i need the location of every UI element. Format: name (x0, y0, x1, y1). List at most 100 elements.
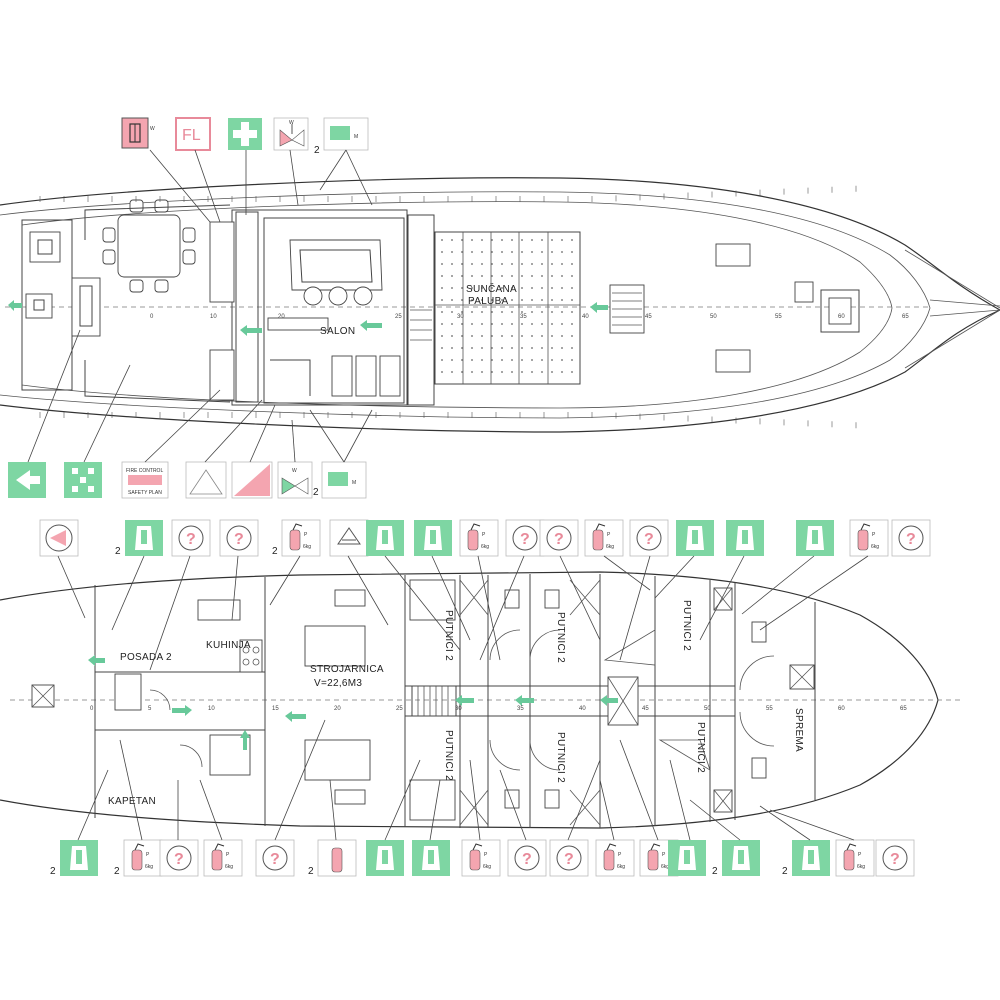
fire-hose-icon: W (121, 117, 155, 149)
question-sign-icon: ? (875, 839, 915, 877)
lifejacket-icon (668, 840, 706, 876)
svg-text:?: ? (234, 531, 244, 548)
lifejacket-icon (366, 840, 404, 876)
lower-deck-plan: POSADA 2 KUHINJA STROJARNICA V=22,6M3 KA… (0, 571, 960, 829)
svg-text:?: ? (520, 531, 530, 548)
frame-number: 25 (396, 706, 403, 712)
svg-text:?: ? (174, 851, 184, 868)
first-aid-icon (228, 118, 262, 150)
fire-extinguisher-icon: P 6kg (459, 519, 499, 557)
lifejacket-icon (366, 520, 404, 556)
frame-number: 55 (766, 706, 773, 712)
salon-label: SALON (320, 326, 355, 337)
deck-vent (715, 349, 751, 373)
svg-text:2: 2 (308, 866, 314, 877)
svg-text:6kg: 6kg (606, 544, 614, 550)
svg-text:P: P (607, 532, 611, 538)
svg-text:6kg: 6kg (303, 544, 311, 550)
frame-number: 45 (645, 314, 652, 320)
lifejacket-icon: 2 (50, 840, 98, 877)
captain-label: KAPETAN (108, 796, 156, 807)
lifejacket-icon: 2 (712, 840, 760, 877)
svg-text:2: 2 (115, 546, 121, 557)
cabin-label: PUTNICI 2 (555, 732, 566, 783)
fire-locker-icon: FL (175, 117, 211, 151)
engine (304, 739, 371, 781)
dining-table (102, 199, 196, 293)
svg-text:?: ? (270, 851, 280, 868)
gas-detector-icon (329, 519, 369, 557)
escape-arrow (8, 300, 608, 336)
lifejacket-icon: 2 (782, 840, 830, 877)
svg-text:P: P (618, 852, 622, 858)
svg-text:W: W (292, 468, 297, 474)
svg-text:2: 2 (313, 487, 319, 498)
windlass (820, 289, 860, 333)
svg-text:6kg: 6kg (857, 864, 865, 870)
frame-number: 65 (900, 706, 907, 712)
fire-control-plan-icon: FIRE CONTROL SAFETY PLAN (121, 461, 169, 499)
emergency-exit-icon (185, 461, 227, 499)
co2-bottle-icon: 2 (308, 839, 357, 877)
question-sign-icon: ? (255, 839, 295, 877)
cabin-label: PUTNICI 2 (443, 730, 454, 781)
fire-valve-icon: W (273, 117, 309, 151)
deck-vent (715, 243, 751, 267)
frame-number: 65 (902, 314, 909, 320)
upper-legend-top: W FL W 2 M (121, 117, 369, 156)
svg-text:6kg: 6kg (483, 864, 491, 870)
sundeck-label-line1: SUNČANA (466, 282, 517, 295)
lifejacket-icon (414, 520, 452, 556)
svg-text:2: 2 (50, 866, 56, 877)
crew-label: POSADA 2 (120, 652, 172, 663)
cabin-label: PUTNICI 2 (695, 722, 706, 773)
frame-number: 40 (579, 706, 586, 712)
frame-number: 20 (334, 706, 341, 712)
frame-number: 60 (838, 314, 845, 320)
svg-text:?: ? (522, 851, 532, 868)
svg-text:6kg: 6kg (871, 544, 879, 550)
frame-number: 0 (90, 706, 94, 712)
assembly-station-icon (64, 462, 102, 498)
upper-hull-inner (0, 191, 931, 419)
svg-text:FIRE CONTROL: FIRE CONTROL (126, 468, 163, 474)
sun-pads (434, 231, 581, 385)
lifejacket-icon (676, 520, 714, 556)
shower (114, 673, 142, 711)
svg-text:?: ? (554, 531, 564, 548)
question-sign-icon: ? (629, 519, 669, 557)
svg-text:P: P (146, 852, 150, 858)
svg-text:?: ? (644, 531, 654, 548)
helm-console (71, 277, 101, 337)
manual-alarm-icon: 2 M (314, 117, 369, 156)
svg-text:SAFETY PLAN: SAFETY PLAN (128, 490, 162, 496)
svg-text:P: P (482, 532, 486, 538)
fire-damper-icon (231, 461, 273, 499)
frame-number: 40 (582, 314, 589, 320)
upper-hull-outline (0, 177, 1000, 433)
svg-text:6kg: 6kg (481, 544, 489, 550)
svg-text:2: 2 (782, 866, 788, 877)
frame-number: 15 (272, 706, 279, 712)
cabin-label: PUTNICI 2 (681, 600, 692, 651)
svg-text:P: P (858, 852, 862, 858)
lifejacket-icon (412, 840, 450, 876)
svg-text:P: P (872, 532, 876, 538)
frame-number: 50 (710, 314, 717, 320)
svg-text:W: W (150, 126, 155, 132)
storage-label: SPREMA (793, 708, 804, 752)
fire-extinguisher-icon: P 6kg (835, 839, 875, 877)
upper-deck-plan: SALON SUNČANA PALUBA 0102025303540455055… (0, 177, 1000, 433)
question-sign-icon: ? (159, 839, 199, 877)
galley-label: KUHINJA (206, 640, 251, 651)
escape-arrow (88, 655, 618, 750)
svg-text:P: P (226, 852, 230, 858)
frame-number: 10 (208, 706, 215, 712)
hatch (29, 231, 61, 263)
